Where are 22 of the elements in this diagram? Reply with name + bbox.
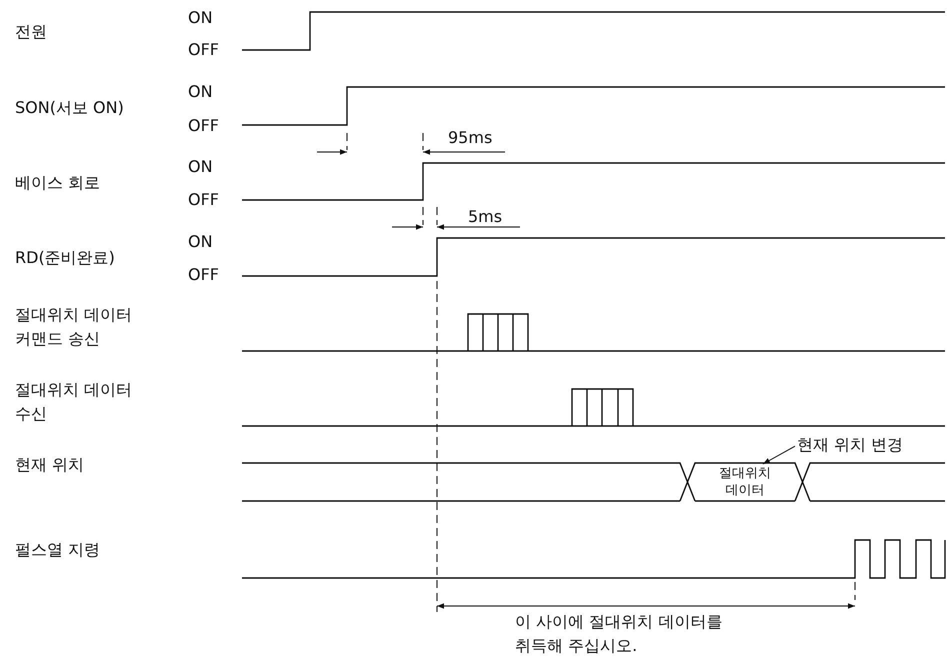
- state-label: ON: [188, 7, 213, 29]
- state-label: ON: [188, 231, 213, 253]
- bus-data-label: 절대위치 데이터: [700, 465, 790, 501]
- signal-name: 베이스 회로: [15, 172, 100, 194]
- state-label: OFF: [188, 115, 219, 137]
- dimension-label: 5ms: [468, 206, 502, 228]
- state-label: ON: [188, 81, 213, 103]
- callout-text: 현재 위치 변경: [797, 433, 904, 457]
- note-text: 이 사이에 절대위치 데이터를 취득해 주십시오.: [515, 611, 724, 657]
- signal-name: 절대위치 데이터 커맨드 송신: [15, 304, 134, 350]
- signal-name: RD(준비완료): [15, 247, 115, 269]
- signal-name: 전원: [15, 21, 47, 43]
- state-label: ON: [188, 156, 213, 178]
- state-label: OFF: [188, 189, 219, 211]
- signal-name: 절대위치 데이터 수신: [15, 379, 134, 425]
- dimension-label: 95ms: [448, 127, 492, 149]
- state-label: OFF: [188, 264, 219, 286]
- signal-name: 펄스열 지령: [15, 539, 100, 561]
- state-label: OFF: [188, 39, 219, 61]
- signal-name: 현재 위치: [15, 454, 84, 476]
- leader-line: [762, 446, 796, 464]
- signal-name: SON(서보 ON): [15, 97, 124, 119]
